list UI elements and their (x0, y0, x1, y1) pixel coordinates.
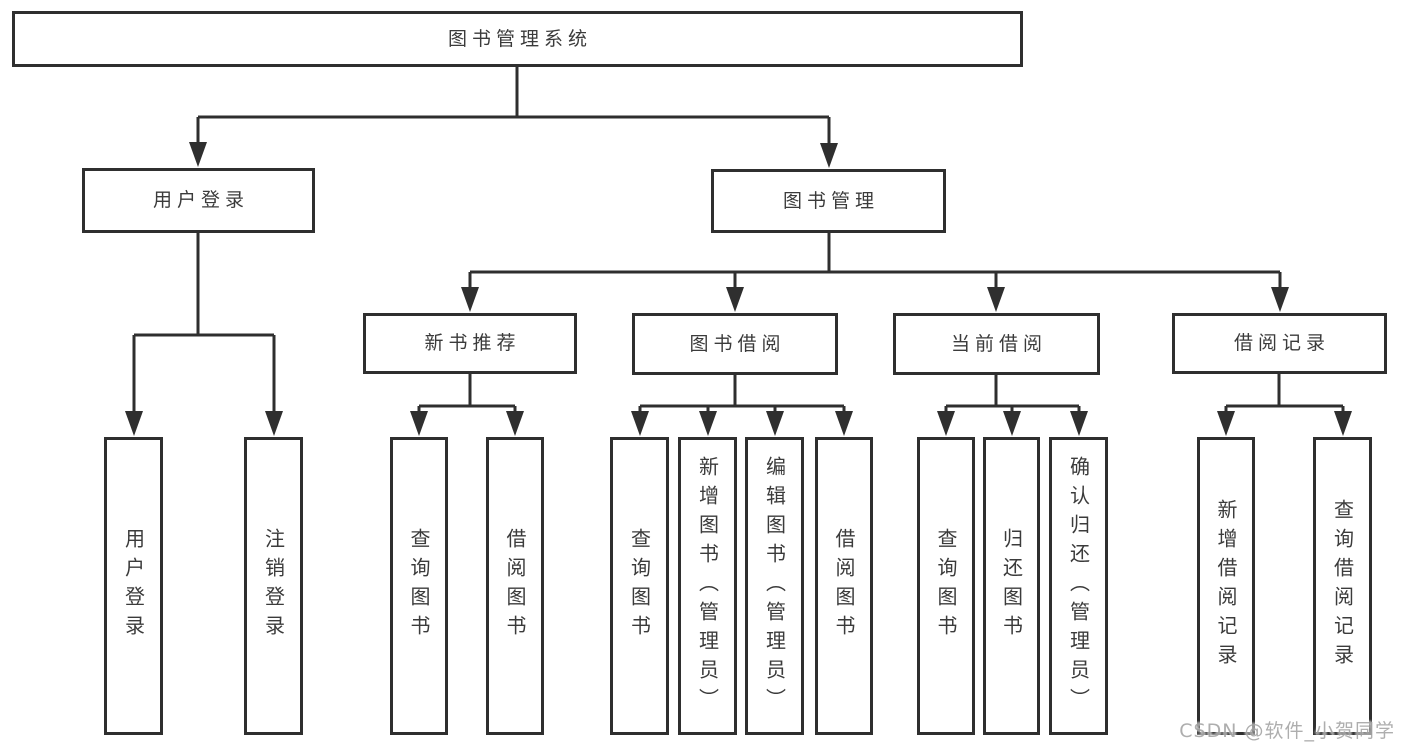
leaf-confirm-return-admin: 确认归还（管理员） (1049, 437, 1108, 735)
leaf-query-books-borrowing: 查询图书 (610, 437, 669, 735)
leaf-edit-book-admin: 编辑图书（管理员） (745, 437, 804, 735)
leaf-borrow-books-recommend: 借阅图书 (486, 437, 544, 735)
leaf-add-borrow-record: 新增借阅记录 (1197, 437, 1255, 735)
leaf-query-books-current: 查询图书 (917, 437, 975, 735)
leaf-return-books: 归还图书 (983, 437, 1040, 735)
node-borrowing-records: 借阅记录 (1172, 313, 1387, 374)
node-book-borrowing: 图书借阅 (632, 313, 838, 375)
leaf-query-borrow-record: 查询借阅记录 (1313, 437, 1372, 735)
watermark: CSDN @软件_小贺同学 (1179, 720, 1395, 742)
leaf-logout: 注销登录 (244, 437, 303, 735)
node-library-system: 图书管理系统 (12, 11, 1023, 67)
leaf-query-books-recommend: 查询图书 (390, 437, 448, 735)
leaf-user-login: 用户登录 (104, 437, 163, 735)
node-new-book-recommend: 新书推荐 (363, 313, 577, 374)
arrowheads (125, 142, 1352, 436)
node-current-borrowing: 当前借阅 (893, 313, 1100, 375)
leaf-add-book-admin: 新增图书（管理员） (678, 437, 737, 735)
leaf-borrow-books-borrowing: 借阅图书 (815, 437, 873, 735)
node-user-login: 用户登录 (82, 168, 315, 233)
node-book-management: 图书管理 (711, 169, 946, 233)
